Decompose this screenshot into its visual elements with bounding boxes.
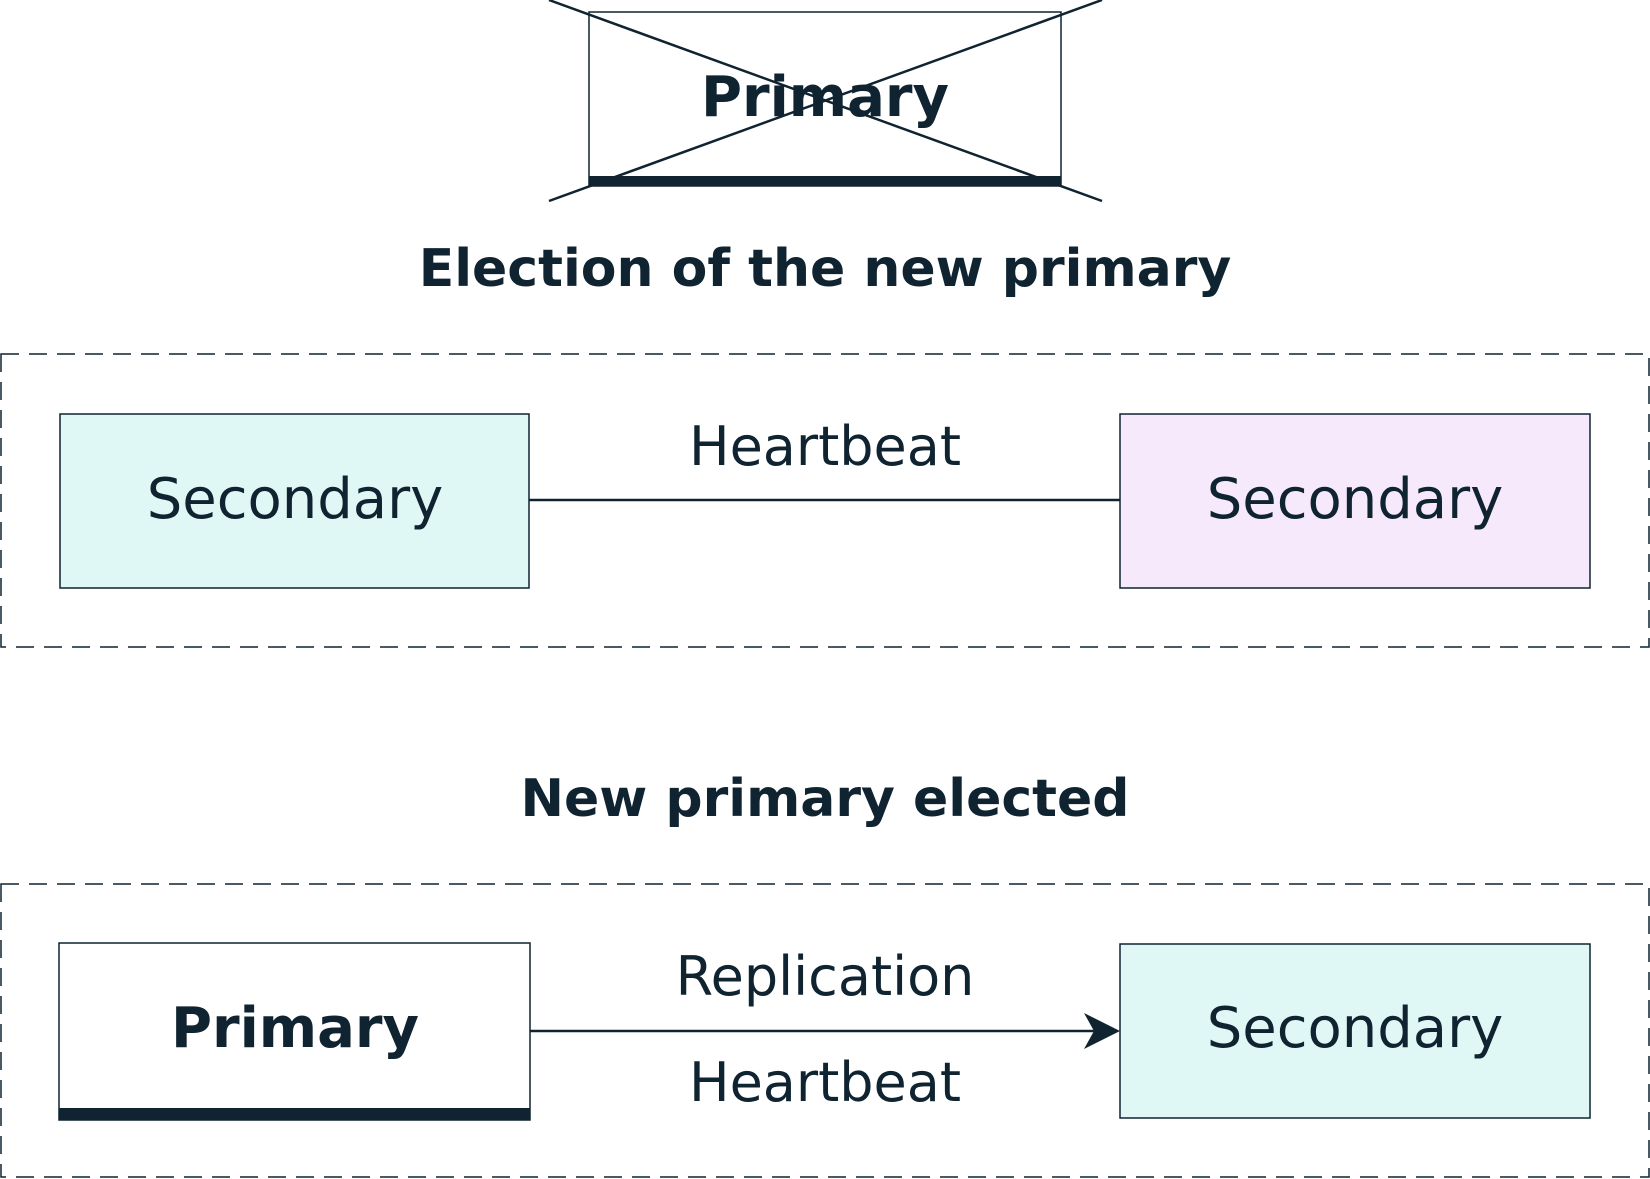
cross-line-2 [548, 0, 1103, 203]
election-right-secondary-box [1119, 413, 1591, 589]
failed-primary-bottom-bar [589, 176, 1061, 186]
elected-group-border [0, 883, 1650, 1178]
election-heading: Election of the new primary [419, 239, 1232, 299]
elected-heading: New primary elected [520, 769, 1129, 829]
election-right-secondary-label: Secondary [1207, 467, 1504, 532]
elected-secondary-box [1119, 943, 1591, 1119]
new-primary-box [58, 942, 531, 1121]
new-primary-node: Primary [58, 942, 531, 1121]
replication-arrowhead-icon [1084, 1013, 1120, 1049]
elected-secondary-label: Secondary [1207, 996, 1504, 1061]
failed-primary-label: Primary [701, 65, 949, 130]
election-left-secondary-label: Secondary [147, 467, 444, 532]
election-right-secondary-node: Secondary [1119, 413, 1591, 589]
elected-group: Replication Heartbeat Primary Secondary [0, 883, 1650, 1178]
new-primary-label: Primary [171, 996, 419, 1061]
elected-heartbeat-label: Heartbeat [689, 1051, 961, 1114]
replication-label: Replication [676, 945, 975, 1008]
elected-secondary-node: Secondary [1119, 943, 1591, 1119]
failed-primary-node: Primary [548, 0, 1103, 203]
election-left-secondary-box [59, 413, 530, 589]
new-primary-bottom-bar [59, 1108, 530, 1120]
election-left-secondary-node: Secondary [59, 413, 530, 589]
election-group: Heartbeat Secondary Secondary [0, 353, 1650, 648]
election-group-border [0, 353, 1650, 648]
election-heartbeat-label: Heartbeat [689, 415, 961, 478]
